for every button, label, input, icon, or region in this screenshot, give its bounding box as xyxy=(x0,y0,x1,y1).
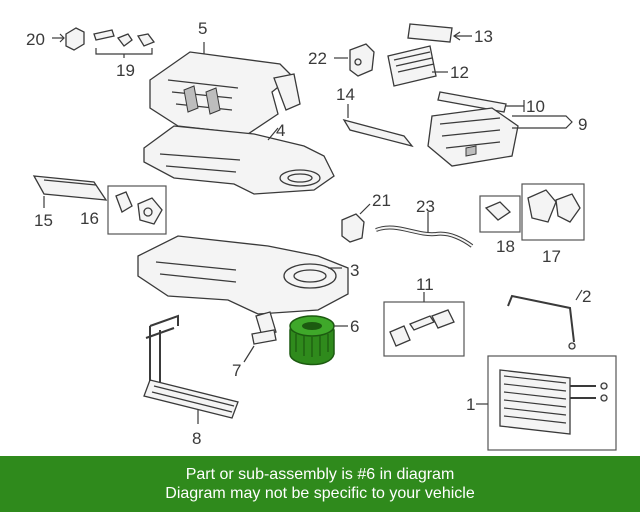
banner-line-2: Diagram may not be specific to your vehi… xyxy=(165,485,475,502)
callout-13: 13 xyxy=(474,27,493,46)
part-22-actuator xyxy=(334,43,375,77)
part-3-blower-housing xyxy=(137,235,349,315)
part-7-resistor xyxy=(243,311,277,363)
part-12-filter xyxy=(387,45,448,87)
callout-12: 12 xyxy=(450,63,469,82)
part-21-actuator xyxy=(341,203,371,243)
part-17-actuator-set xyxy=(521,183,585,241)
banner-line-1: Part or sub-assembly is #6 in diagram xyxy=(185,466,455,483)
callout-2: 2 xyxy=(582,287,591,306)
part-13-strip xyxy=(407,23,472,43)
callout-22: 22 xyxy=(308,49,327,68)
callout-3: 3 xyxy=(350,261,359,280)
part-9-10-housing xyxy=(427,91,573,167)
part-23-hose xyxy=(375,212,474,248)
part-18-bracket xyxy=(479,195,521,233)
callout-20: 20 xyxy=(26,30,45,49)
callout-15: 15 xyxy=(34,211,53,230)
callout-9: 9 xyxy=(578,115,587,134)
callout-18: 18 xyxy=(496,237,515,256)
part-1-evaporator xyxy=(476,355,617,451)
callout-8: 8 xyxy=(192,429,201,448)
part-4-lower-housing xyxy=(143,125,335,195)
part-19-clips xyxy=(93,29,156,58)
part-14-seal xyxy=(342,104,414,148)
callout-10: 10 xyxy=(526,97,545,116)
part-16-brackets xyxy=(107,185,167,235)
callout-14: 14 xyxy=(336,85,355,104)
part-20-clip xyxy=(52,27,85,51)
part-8-heater-core xyxy=(143,314,239,424)
callout-6: 6 xyxy=(350,317,359,336)
part-2-tube xyxy=(507,289,583,350)
callout-19: 19 xyxy=(116,61,135,80)
part-11-fasteners xyxy=(383,292,465,357)
info-banner: Part or sub-assembly is #6 in diagram Di… xyxy=(0,456,640,512)
part-5-upper-housing xyxy=(149,42,301,135)
callout-16: 16 xyxy=(80,209,99,228)
callout-17: 17 xyxy=(542,247,561,266)
parts-diagram: 20 19 5 22 13 12 1 xyxy=(26,19,617,451)
part-6-blower-motor xyxy=(289,315,348,366)
callout-11: 11 xyxy=(416,275,434,294)
callout-21: 21 xyxy=(372,191,391,210)
callout-5: 5 xyxy=(198,19,207,38)
callout-1: 1 xyxy=(466,395,475,414)
part-15-duct xyxy=(32,175,108,208)
callout-23: 23 xyxy=(416,197,435,216)
callout-7: 7 xyxy=(232,361,241,380)
callout-4: 4 xyxy=(276,121,285,140)
